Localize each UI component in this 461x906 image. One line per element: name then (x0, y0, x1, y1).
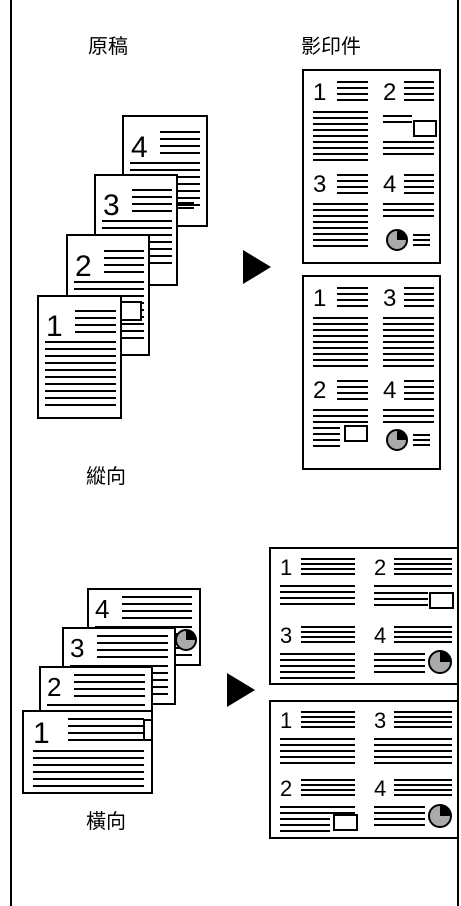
pie-chart-icon (428, 804, 452, 828)
page-number-2: 2 (75, 250, 92, 283)
label-landscape: 橫向 (86, 809, 126, 833)
page-number-2: 2 (383, 79, 396, 106)
page-number-4: 4 (383, 377, 396, 404)
page-number-1: 1 (280, 708, 292, 733)
copy-portrait-1 (302, 69, 441, 264)
page-number-1: 1 (280, 555, 292, 580)
label-original: 原稿 (88, 34, 128, 58)
arrow-right-icon (243, 250, 271, 284)
pie-slice (397, 430, 407, 440)
page-number-3: 3 (374, 708, 386, 733)
page-number-3: 3 (103, 189, 120, 222)
arrow-right-icon (227, 673, 255, 707)
pie-chart-icon (386, 429, 408, 451)
page-number-2: 2 (374, 555, 386, 580)
pie-chart-icon (386, 229, 408, 251)
page-number-3: 3 (70, 633, 84, 663)
copy-landscape-1 (269, 547, 459, 685)
page-number-3: 3 (313, 171, 326, 198)
rectangle-icon (120, 301, 142, 321)
page-number-2: 2 (47, 672, 61, 702)
rectangle-icon (333, 814, 358, 831)
copy-portrait-2 (302, 275, 441, 470)
page-number-1: 1 (313, 285, 326, 312)
page-number-1: 1 (33, 717, 50, 750)
rectangle-icon (413, 120, 437, 137)
label-portrait: 縱向 (86, 464, 126, 488)
pie-chart-icon (175, 629, 197, 651)
pie-slice (397, 230, 407, 240)
pie-chart-icon (428, 650, 452, 674)
page-number-1: 1 (313, 79, 326, 106)
page-number-2: 2 (280, 776, 292, 801)
page-number-1: 1 (46, 310, 63, 343)
page-number-3: 3 (383, 285, 396, 312)
page-number-3: 3 (280, 623, 292, 648)
page-number-2: 2 (313, 377, 326, 404)
rectangle-icon (143, 719, 153, 741)
page-number-4: 4 (383, 171, 396, 198)
page-number-4: 4 (95, 594, 109, 624)
pie-slice (440, 651, 451, 662)
rectangle-icon (429, 592, 454, 609)
copy-landscape-2 (269, 700, 459, 839)
pie-slice (186, 630, 196, 640)
rectangle-icon (344, 425, 368, 442)
pie-slice (440, 805, 451, 816)
page-number-4: 4 (374, 776, 386, 801)
page-number-4: 4 (374, 623, 386, 648)
label-copy: 影印件 (301, 34, 361, 58)
page-number-4: 4 (131, 131, 148, 164)
